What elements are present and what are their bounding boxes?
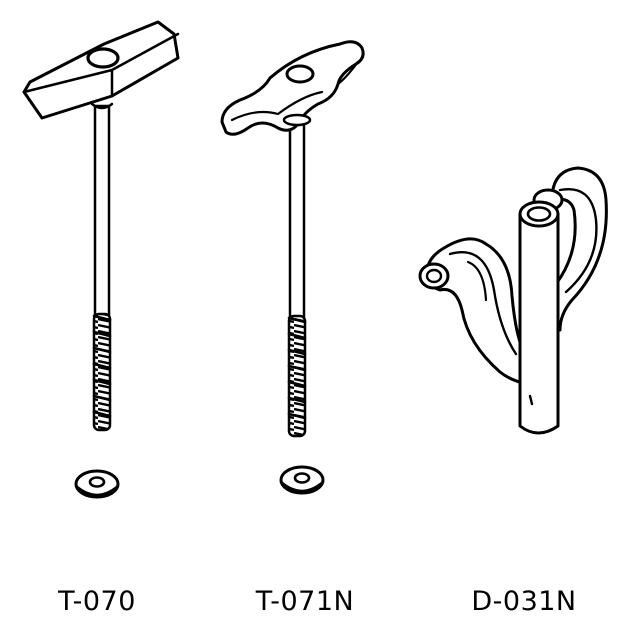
t070-washer [74, 469, 120, 499]
t070-shaft [93, 104, 111, 318]
part-t071n [220, 40, 365, 495]
d031n-right-arm [544, 166, 608, 332]
t070-handle [22, 20, 180, 120]
part-label-t070: T-070 [58, 586, 136, 617]
t070-thread [92, 312, 112, 432]
part-label-t071n: T-071N [255, 586, 355, 617]
t071n-handle [220, 40, 365, 136]
t071n-washer [279, 465, 325, 495]
d031n-left-arm [425, 237, 528, 386]
t071n-thread [287, 314, 307, 438]
part-t070 [22, 20, 180, 499]
part-d031n [418, 166, 608, 435]
t071n-shaft [288, 120, 306, 320]
part-label-d031n: D-031N [471, 586, 577, 617]
d031n-main-tube [518, 212, 560, 435]
